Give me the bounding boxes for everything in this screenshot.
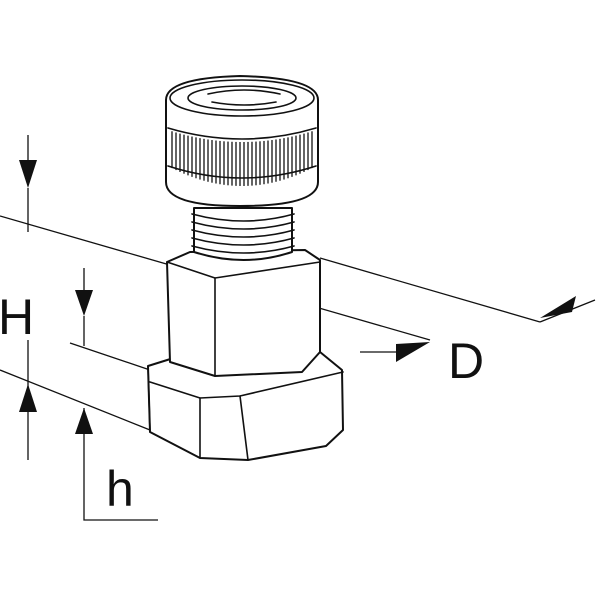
label-D: D (448, 333, 484, 389)
square-body (166, 249, 321, 377)
label-H: H (0, 289, 34, 345)
threaded-shank (191, 207, 295, 261)
dimension-H (19, 135, 37, 460)
extension-line-d-upper (319, 257, 541, 323)
label-h: h (106, 461, 134, 517)
extension-line-bottom (0, 369, 151, 431)
socket-cap-head (165, 75, 319, 207)
dimension-D (360, 296, 596, 362)
hex-base (147, 351, 344, 461)
knurl-texture (171, 131, 313, 186)
dimension-h (75, 268, 158, 521)
extension-line-h-top (69, 342, 151, 371)
